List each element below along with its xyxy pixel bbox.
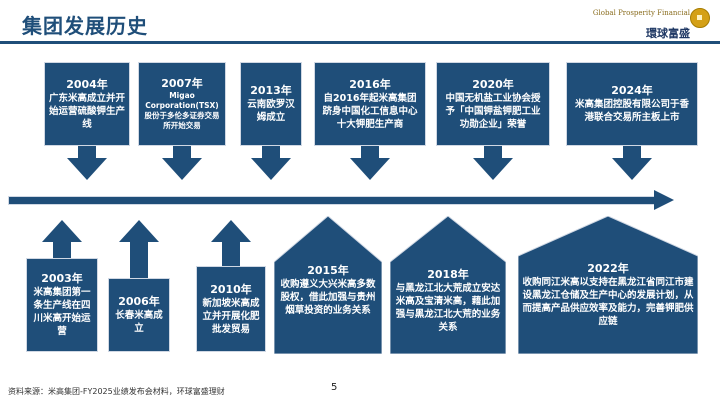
top-event-2007: 2007年 Migao Corporation(TSX)股份于多伦多证券交易所开… — [138, 62, 226, 180]
event-year: 2016年 — [349, 77, 391, 91]
event-text: Migao Corporation(TSX)股份于多伦多证券交易所开始交易 — [144, 91, 220, 130]
event-text: 新加坡米高成立并开展化肥批发贸易 — [202, 297, 260, 335]
event-text: 与黑龙江北大荒成立安达米高及宝清米高，藉此加强与黑龙江北大荒的业务关系 — [395, 283, 501, 333]
event-shape — [518, 216, 698, 354]
top-event-2020: 2020年 中国无机盐工业协会授予「中国钾盐钾肥工业功勋企业」荣誉 — [436, 62, 550, 180]
bottom-event-2010: 2010年 新加坡米高成立并开展化肥批发贸易 — [196, 220, 266, 352]
top-event-2013: 2013年 云南欧罗汉姆成立 — [240, 62, 302, 180]
event-year: 2020年 — [472, 77, 514, 91]
event-year: 2024年 — [611, 84, 653, 97]
logo-chinese: 環球富盛 — [646, 27, 690, 40]
event-text: 云南欧罗汉姆成立 — [247, 99, 295, 123]
event-year: 2007年 — [161, 77, 203, 90]
title-divider — [0, 41, 720, 44]
page-number: 5 — [331, 382, 338, 393]
event-year: 2013年 — [250, 84, 292, 97]
event-year: 2003年 — [41, 272, 83, 285]
timeline-arrow — [8, 190, 674, 210]
top-event-2024: 2024年 米高集团控股有限公司于香港联合交易所主板上市 — [566, 62, 698, 180]
page-title: 集团发展历史 — [22, 14, 148, 38]
event-year: 2004年 — [66, 77, 108, 91]
bottom-event-2015: 2015年 收购遵义大兴米高多数股权，借此加强与贵州烟草投资的业务关系 — [274, 216, 382, 354]
event-year: 2018年 — [427, 268, 469, 281]
event-year: 2015年 — [307, 264, 349, 277]
event-text: 米高集团第一条生产线在四川米高开始运营 — [33, 287, 91, 337]
event-text: 自2016年起米高集团跻身中国化工信息中心十大钾肥生产商 — [322, 92, 418, 130]
coin-icon — [690, 8, 710, 28]
bottom-event-2006: 2006年 长春米高成立 — [108, 220, 170, 352]
top-event-2016: 2016年 自2016年起米高集团跻身中国化工信息中心十大钾肥生产商 — [314, 62, 426, 180]
event-text: 长春米高成立 — [115, 310, 163, 334]
event-year: 2006年 — [118, 295, 160, 308]
event-text: 米高集团控股有限公司于香港联合交易所主板上市 — [574, 99, 689, 123]
bottom-event-2022: 2022年 收购同江米高以支持在黑龙江省同江市建设黑龙江仓储及生产中心的发展计划… — [518, 216, 698, 354]
event-shape — [390, 216, 506, 354]
event-text: 广东米高成立并开始运营硫酸钾生产线 — [49, 92, 126, 130]
logo-english: Global Prosperity Financial — [592, 9, 690, 17]
event-year: 2022年 — [587, 262, 629, 275]
event-shape — [274, 216, 382, 354]
event-year: 2010年 — [210, 282, 252, 296]
company-logo: Global Prosperity Financial 環球富盛 — [593, 4, 712, 40]
bottom-event-2018: 2018年 与黑龙江北大荒成立安达米高及宝清米高，藉此加强与黑龙江北大荒的业务关… — [390, 216, 506, 354]
event-text: 中国无机盐工业协会授予「中国钾盐钾肥工业功勋企业」荣誉 — [445, 92, 541, 130]
bottom-event-2003: 2003年 米高集团第一条生产线在四川米高开始运营 — [26, 220, 98, 352]
top-event-2004: 2004年 广东米高成立并开始运营硫酸钾生产线 — [44, 62, 130, 180]
event-text: 收购遵义大兴米高多数股权，借此加强与贵州烟草投资的业务关系 — [280, 279, 376, 316]
event-text: 收购同江米高以支持在黑龙江省同江市建设黑龙江仓储及生产中心的发展计划，从而提高产… — [522, 277, 694, 327]
source-note: 资料来源：米高集团-FY2025业绩发布会材料，环球富盛理财 — [8, 387, 225, 396]
